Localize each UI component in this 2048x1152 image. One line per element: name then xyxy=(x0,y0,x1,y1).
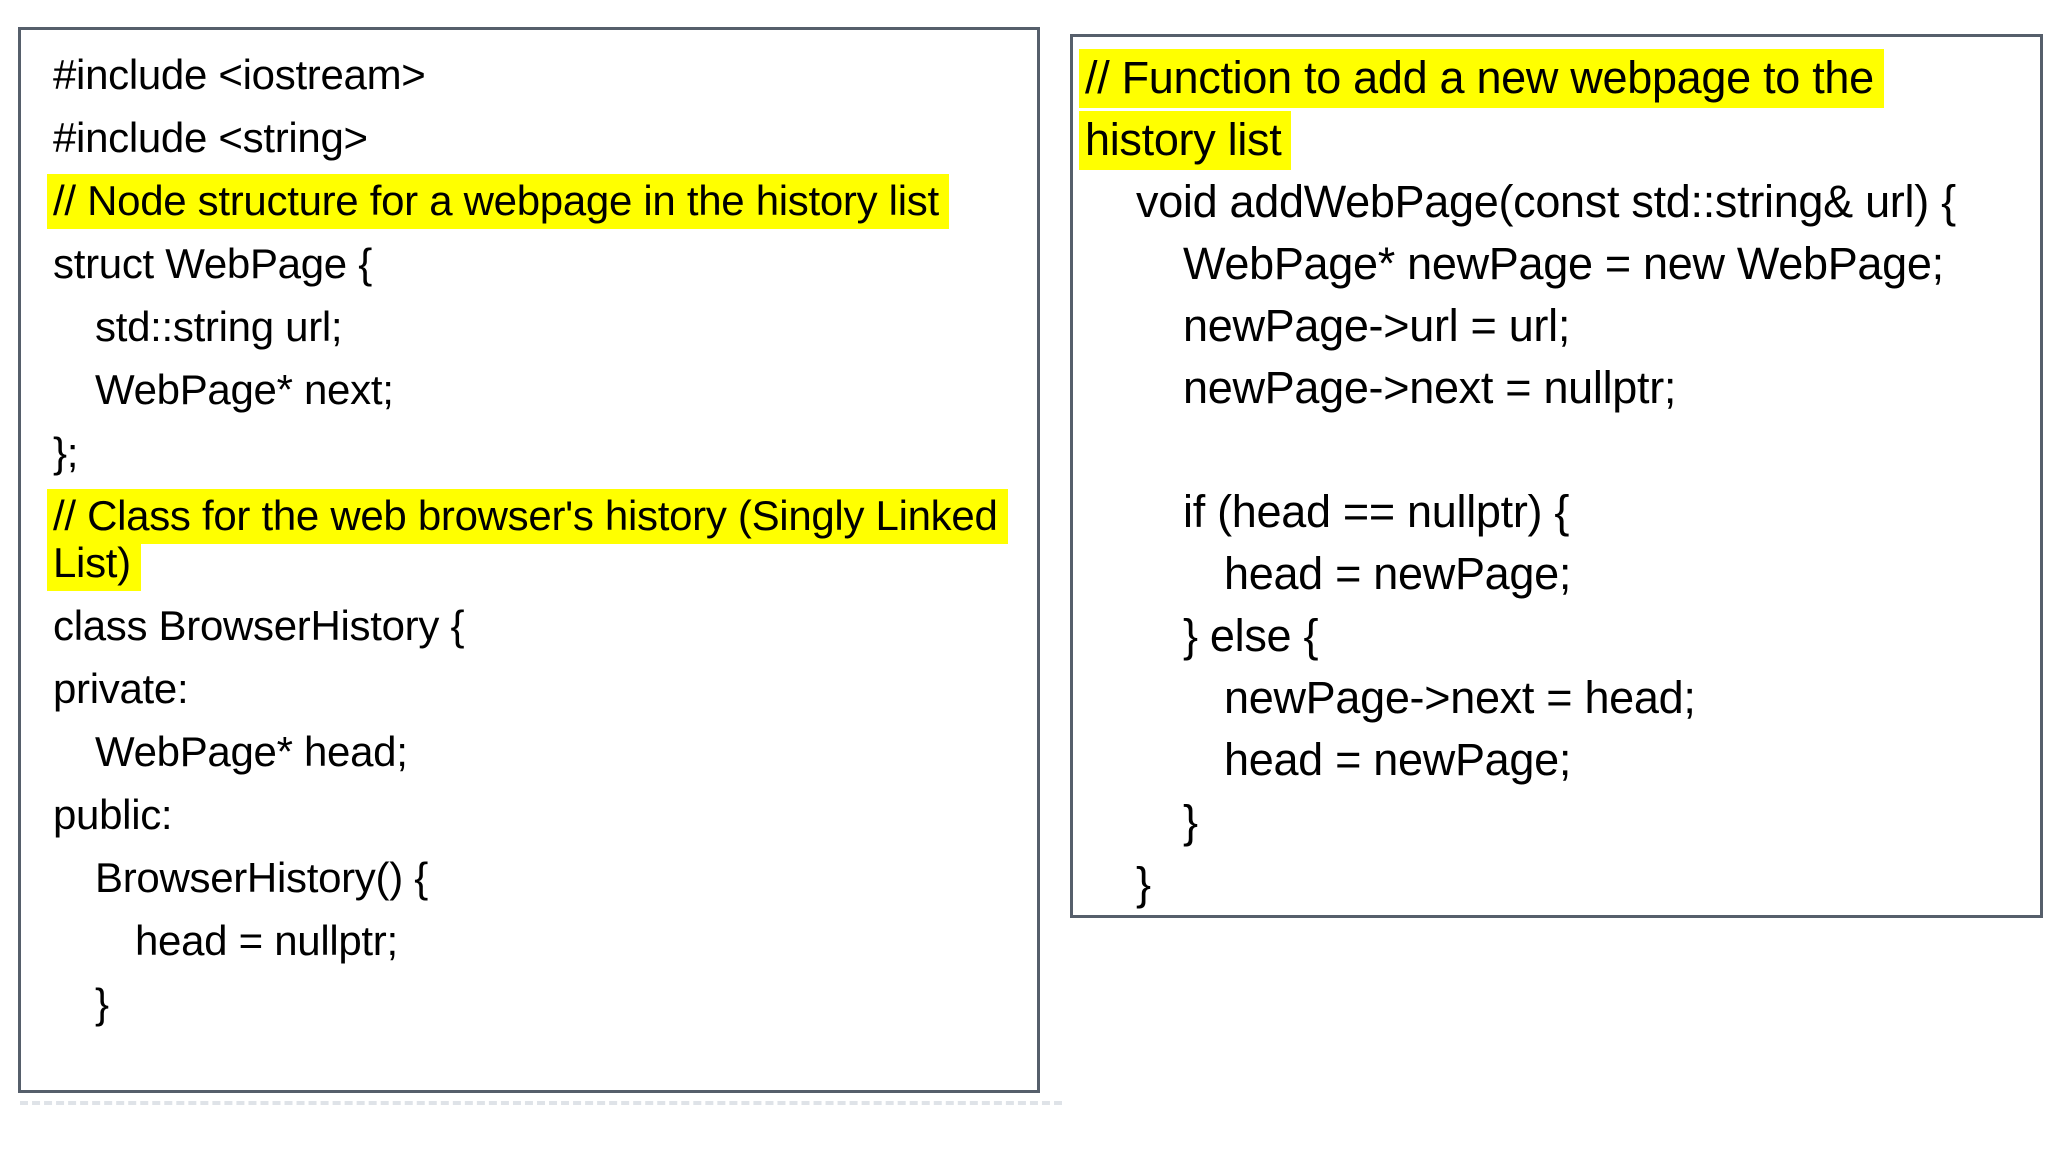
code-line: WebPage* newPage = new WebPage; xyxy=(1073,233,2040,295)
code-line: } xyxy=(21,972,1037,1035)
code-line-highlighted: history list xyxy=(1073,109,2040,171)
code-text: newPage->next = nullptr; xyxy=(1183,362,1677,413)
code-text: BrowserHistory() { xyxy=(95,854,428,901)
code-text: head = nullptr; xyxy=(135,917,398,964)
code-text: head = newPage; xyxy=(1224,548,1572,599)
code-line: head = newPage; xyxy=(1073,543,2040,605)
code-text: WebPage* head; xyxy=(95,728,408,775)
left-code-panel: #include <iostream> #include <string> // N… xyxy=(18,27,1040,1093)
code-text: } else { xyxy=(1183,610,1319,661)
code-line: if (head == nullptr) { xyxy=(1073,481,2040,543)
code-line: struct WebPage { xyxy=(21,232,1037,295)
highlighted-comment-text: history list xyxy=(1079,111,1292,170)
code-line: } xyxy=(1073,791,2040,853)
code-line: WebPage* head; xyxy=(21,720,1037,783)
dashed-guide-line xyxy=(20,1101,1062,1105)
code-line-highlighted: List) xyxy=(21,531,1037,594)
highlighted-comment-text: // Node structure for a webpage in the h… xyxy=(47,174,949,229)
code-line-highlighted: // Node structure for a webpage in the h… xyxy=(21,169,1037,232)
highlighted-comment-text: List) xyxy=(47,536,141,591)
code-text: public: xyxy=(53,791,173,838)
highlighted-comment-text: // Class for the web browser's history (… xyxy=(47,489,1008,544)
code-text: WebPage* next; xyxy=(95,366,394,413)
code-line: head = newPage; xyxy=(1073,729,2040,791)
code-line: } xyxy=(1073,853,2040,915)
code-line: std::string url; xyxy=(21,295,1037,358)
code-line: private: xyxy=(21,657,1037,720)
code-line-highlighted: // Function to add a new webpage to the xyxy=(1073,47,2040,109)
code-line: newPage->url = url; xyxy=(1073,295,2040,357)
code-text: std::string url; xyxy=(95,303,343,350)
code-text: } xyxy=(1183,796,1198,847)
code-line: WebPage* next; xyxy=(21,358,1037,421)
code-text: head = newPage; xyxy=(1224,734,1572,785)
code-text: newPage->url = url; xyxy=(1183,300,1571,351)
code-text: #include <string> xyxy=(53,114,368,161)
code-text: } xyxy=(1136,858,1151,909)
code-line: newPage->next = head; xyxy=(1073,667,2040,729)
code-text: newPage->next = head; xyxy=(1224,672,1696,723)
code-line: class BrowserHistory { xyxy=(21,594,1037,657)
code-line: }; xyxy=(21,421,1037,484)
code-text: class BrowserHistory { xyxy=(53,602,465,649)
code-text: WebPage* newPage = new WebPage; xyxy=(1183,238,1944,289)
code-line: public: xyxy=(21,783,1037,846)
code-line-highlighted: // Class for the web browser's history (… xyxy=(21,484,1037,547)
code-text: void addWebPage(const std::string& url) … xyxy=(1136,176,1956,227)
code-line: #include <iostream> xyxy=(21,43,1037,106)
code-text: private: xyxy=(53,665,189,712)
code-line: #include <string> xyxy=(21,106,1037,169)
highlighted-comment-text: // Function to add a new webpage to the xyxy=(1079,49,1884,108)
code-text: if (head == nullptr) { xyxy=(1183,486,1570,537)
code-text: struct WebPage { xyxy=(53,240,372,287)
code-text: #include <iostream> xyxy=(53,51,426,98)
code-line: BrowserHistory() { xyxy=(21,846,1037,909)
code-line: } else { xyxy=(1073,605,2040,667)
code-line: head = nullptr; xyxy=(21,909,1037,972)
code-line: void addWebPage(const std::string& url) … xyxy=(1073,171,2040,233)
code-text: } xyxy=(95,980,109,1027)
blank-line xyxy=(1073,419,2040,481)
code-text: }; xyxy=(53,429,79,476)
code-line: newPage->next = nullptr; xyxy=(1073,357,2040,419)
